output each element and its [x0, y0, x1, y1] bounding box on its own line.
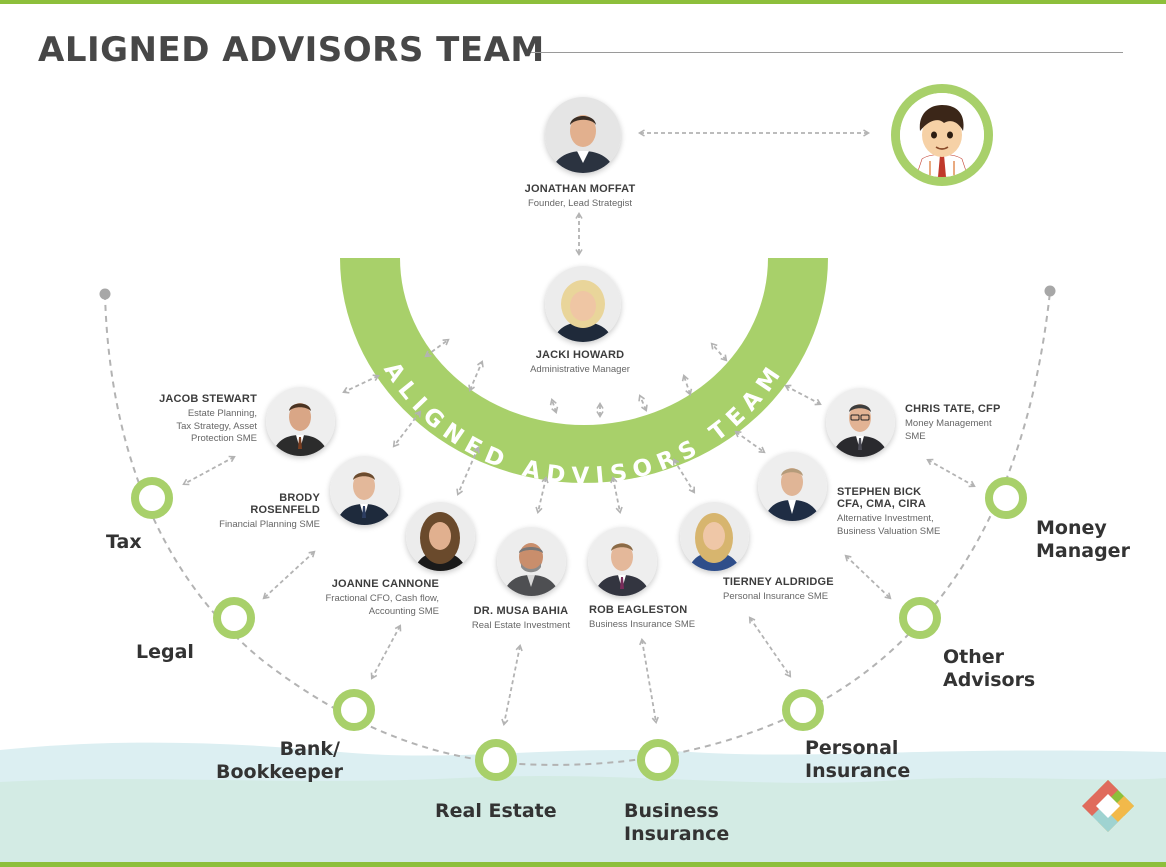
person-role: Business Insurance SME — [589, 619, 696, 630]
arrow-arc-bahia — [535, 475, 549, 515]
person-name: STEPHEN BICK CFA, CMA, CIRA — [837, 486, 926, 510]
title-divider — [531, 52, 1123, 53]
photo-rob-eagleston — [588, 527, 657, 596]
person-name: CHRIS TATE, CFP — [905, 403, 1001, 415]
person-chris-tate: CHRIS TATE, CFP Money Management SME — [905, 403, 1045, 443]
person-name: BRODY ROSENFELD — [250, 492, 320, 516]
node-ring-business — [637, 739, 679, 781]
photo-tierney-aldridge — [680, 502, 749, 571]
arrow-tate-money — [926, 458, 976, 488]
arrow-howard-arcleft-2 — [468, 360, 484, 392]
arrow-rosenfeld-legal — [262, 550, 316, 600]
arrow-arc-cannone — [456, 446, 480, 496]
node-label-other: Other Advisors — [943, 646, 1036, 691]
page-title: ALIGNED ADVISORS TEAM — [38, 30, 545, 70]
arrow-arc-rosenfeld — [392, 410, 422, 448]
photo-chris-tate — [826, 388, 895, 457]
photo-musa-bahia — [497, 527, 566, 596]
arrow-howard-arcleft-1 — [424, 338, 450, 358]
curve-endpoint-right — [1044, 285, 1056, 297]
photo-stephen-bick — [758, 452, 827, 521]
node-label-tax: Tax — [106, 531, 142, 553]
person-name: ROB EAGLESTON — [589, 604, 688, 616]
advisor-nodes — [131, 477, 1027, 781]
node-ring-realestate — [475, 739, 517, 781]
person-musa-bahia: DR. MUSA BAHIA Real Estate Investment — [456, 605, 586, 633]
person-name: JACKI HOWARD — [535, 349, 625, 361]
arrow-aldridge-personal — [748, 616, 792, 678]
person-role: Administrative Manager — [530, 364, 630, 375]
arrow-eagleston-business — [639, 637, 659, 725]
photo-joanne-cannone — [406, 502, 475, 571]
person-role: Alternative Investment, Business Valuati… — [837, 513, 941, 537]
person-role: Financial Planning SME — [219, 519, 320, 530]
person-role: Founder, Lead Strategist — [527, 198, 633, 209]
person-brody-rosenfeld: BRODY ROSENFELD Financial Planning SME — [180, 492, 320, 532]
person-name: JOANNE CANNONE — [331, 578, 439, 590]
person-role: Real Estate Investment — [471, 620, 571, 631]
arrow-arc-bick — [734, 430, 766, 454]
top-accent-bar — [0, 0, 1166, 4]
person-jacki-howard: JACKI HOWARD Administrative Manager — [480, 349, 680, 377]
aligned-diamond-logo-icon — [1082, 780, 1134, 832]
arrow-arc-eagleston — [610, 475, 623, 515]
node-label-money: Money Manager — [1036, 517, 1130, 562]
person-name: JONATHAN MOFFAT — [524, 183, 636, 195]
arrow-howard-arcright-1 — [638, 394, 648, 412]
curve-endpoint-left — [99, 288, 111, 300]
person-stephen-bick: STEPHEN BICK CFA, CMA, CIRA Alternative … — [837, 486, 977, 538]
node-label-realestate: Real Estate — [435, 800, 557, 822]
photo-jonathan-moffat — [545, 97, 621, 173]
arrow-howard-arcright-2 — [681, 374, 693, 396]
person-name: TIERNEY ALDRIDGE — [723, 576, 834, 588]
person-jacob-stewart: JACOB STEWART Estate Planning, Tax Strat… — [136, 393, 257, 446]
person-name: DR. MUSA BAHIA — [473, 605, 569, 617]
arrow-howard-arcmid-1 — [549, 398, 559, 414]
person-role: Personal Insurance SME — [723, 591, 829, 602]
bottom-accent-bar — [0, 862, 1166, 867]
person-name: JACOB STEWART — [159, 393, 257, 405]
arrow-arc-stewart — [342, 374, 380, 394]
person-tierney-aldridge: TIERNEY ALDRIDGE Personal Insurance SME — [723, 576, 863, 604]
client-cartoon-icon — [891, 84, 993, 186]
landscape-background — [0, 742, 1166, 867]
person-jonathan-moffat: JONATHAN MOFFAT Founder, Lead Strategist — [480, 183, 680, 211]
node-ring-tax — [131, 477, 173, 519]
arrow-arc-tate — [784, 384, 822, 406]
person-joanne-cannone: JOANNE CANNONE Fractional CFO, Cash flow… — [290, 578, 439, 618]
photo-jacob-stewart — [266, 387, 335, 456]
node-label-business: Business Insurance — [624, 800, 730, 845]
team-arc — [340, 258, 828, 483]
photo-jacki-howard — [545, 266, 621, 342]
node-ring-personal — [782, 689, 824, 731]
person-role: Money Management SME — [905, 418, 992, 442]
person-rob-eagleston: ROB EAGLESTON Business Insurance SME — [589, 604, 729, 632]
node-label-legal: Legal — [136, 641, 194, 663]
node-ring-legal — [213, 597, 255, 639]
node-ring-other — [899, 597, 941, 639]
arrow-bahia-realestate — [501, 643, 523, 727]
photo-brody-rosenfeld — [330, 456, 399, 525]
arrow-cannone-bank — [370, 624, 402, 680]
person-role: Estate Planning, Tax Strategy, Asset Pro… — [176, 408, 257, 444]
arrow-bick-other — [844, 554, 892, 600]
person-role: Fractional CFO, Cash flow, Accounting SM… — [325, 593, 439, 617]
node-label-personal: Personal Insurance — [805, 737, 911, 782]
advisor-network-curve — [104, 291, 1051, 766]
node-ring-bank — [333, 689, 375, 731]
connector-arrows — [182, 129, 976, 727]
arrow-howard-arcright-3 — [710, 342, 728, 362]
node-label-bank: Bank/ Bookkeeper — [216, 738, 343, 783]
arrow-arc-aldridge — [672, 458, 696, 494]
arrow-stewart-tax — [182, 455, 236, 486]
node-ring-money — [985, 477, 1027, 519]
